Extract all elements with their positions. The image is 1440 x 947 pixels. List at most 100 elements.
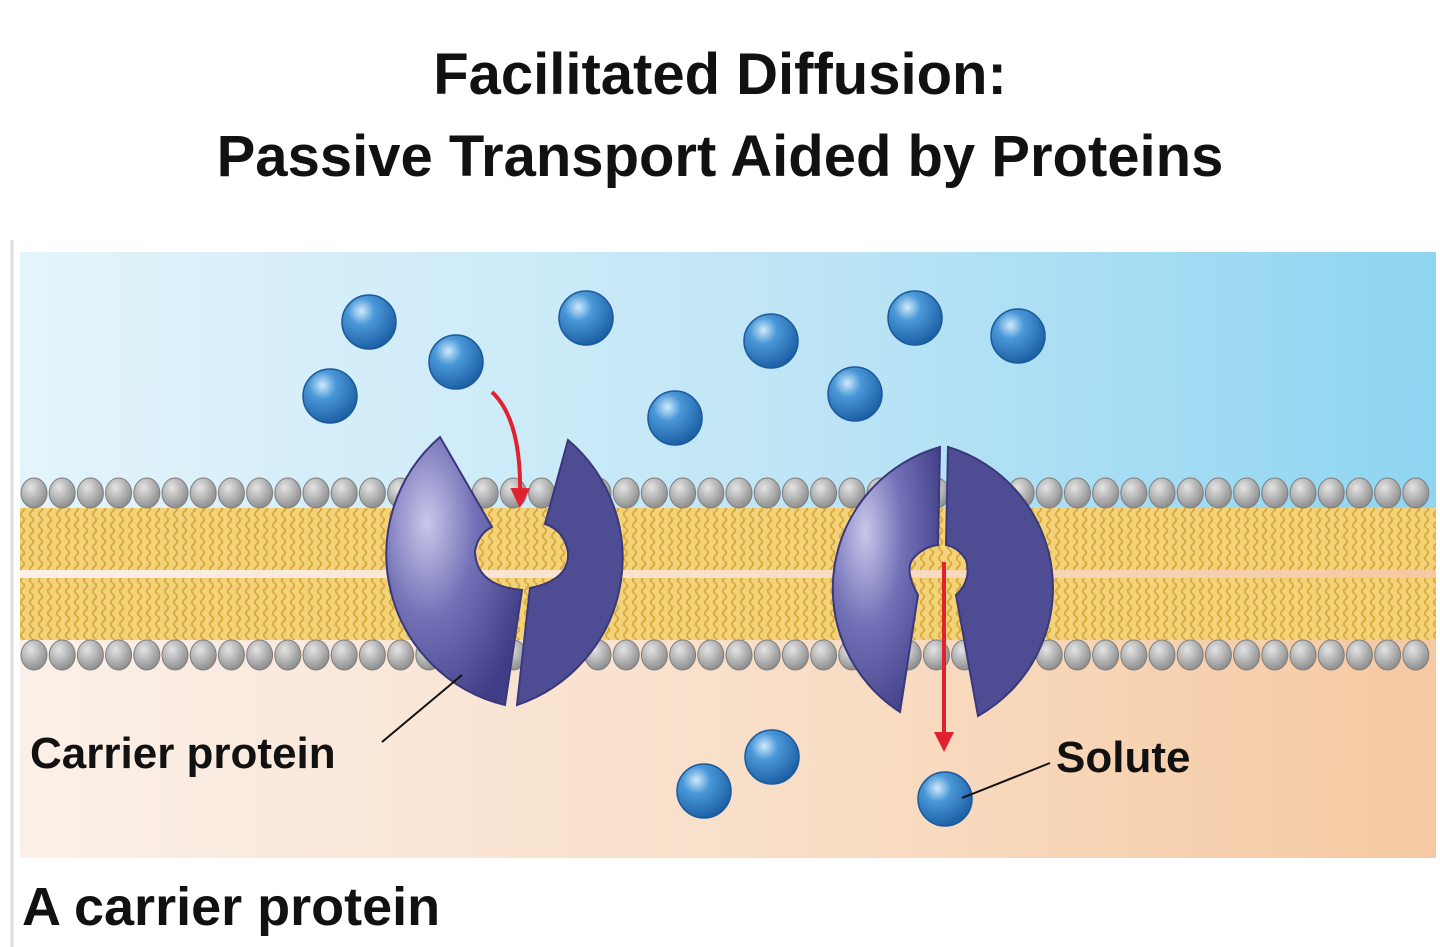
phospholipid-head <box>1317 639 1345 671</box>
phospholipid-head <box>161 477 189 509</box>
solute-molecule <box>744 729 800 785</box>
carrier-protein-open-outside <box>385 435 624 707</box>
phospholipid-head <box>1092 639 1120 671</box>
phospholipid-head <box>697 639 725 671</box>
phospholipid-head <box>1148 477 1176 509</box>
phospholipid-head <box>1035 477 1063 509</box>
carrier-protein-label: Carrier protein <box>30 729 336 778</box>
phospholipid-head <box>161 639 189 671</box>
phospholipid-head <box>189 477 217 509</box>
phospholipid-head <box>1374 639 1402 671</box>
phospholipid-head <box>1120 639 1148 671</box>
solute-molecule <box>887 290 943 346</box>
solute-molecules <box>302 290 1046 827</box>
carrier-protein-right-half <box>515 438 624 707</box>
phospholipid-head <box>640 477 668 509</box>
phospholipid-head <box>274 477 302 509</box>
solute-molecule <box>827 366 883 422</box>
phospholipid-head <box>781 639 809 671</box>
carrier-protein-left-half <box>385 435 524 707</box>
title-line-2: Passive Transport Aided by Proteins <box>216 124 1224 189</box>
phospholipid-head <box>20 477 48 509</box>
phospholipid-head <box>105 477 133 509</box>
phospholipid-head <box>640 639 668 671</box>
phospholipid-head <box>246 477 274 509</box>
phospholipid-head <box>358 477 386 509</box>
phospholipid-head <box>1261 639 1289 671</box>
phospholipid-head <box>725 639 753 671</box>
solute-molecule <box>990 308 1046 364</box>
phospholipid-head <box>217 477 245 509</box>
phospholipid-head <box>76 477 104 509</box>
phospholipid-head <box>302 639 330 671</box>
phospholipid-head <box>246 639 274 671</box>
solute-molecule <box>341 294 397 350</box>
solute-molecule <box>302 368 358 424</box>
solute-molecule <box>558 290 614 346</box>
phospholipid-head <box>1345 639 1373 671</box>
phospholipid-head <box>358 639 386 671</box>
phospholipid-head <box>1233 639 1261 671</box>
phospholipid-head <box>330 477 358 509</box>
phospholipid-head <box>1204 477 1232 509</box>
phospholipid-head <box>612 477 640 509</box>
phospholipid-head <box>499 477 527 509</box>
phospholipid-head <box>1374 477 1402 509</box>
phospholipid-head <box>697 477 725 509</box>
phospholipid-head <box>669 639 697 671</box>
phospholipid-head <box>302 477 330 509</box>
solute-molecule <box>743 313 799 369</box>
phospholipid-head <box>1289 639 1317 671</box>
solute-leader-line <box>961 762 1051 799</box>
carrier-protein-leader-line <box>381 674 463 743</box>
phospholipid-head <box>105 639 133 671</box>
phospholipid-head <box>810 639 838 671</box>
phospholipid-head <box>387 639 415 671</box>
phospholipid-head <box>725 477 753 509</box>
phospholipid-head <box>1204 639 1232 671</box>
phospholipid-head <box>1317 477 1345 509</box>
phospholipid-head <box>1148 639 1176 671</box>
phospholipid-head <box>1402 477 1430 509</box>
phospholipid-head <box>274 639 302 671</box>
phospholipid-head <box>1120 477 1148 509</box>
phospholipid-head <box>838 477 866 509</box>
carrier-protein-left-half <box>831 445 942 714</box>
phospholipid-head <box>189 639 217 671</box>
lipid-tails-outer-waves <box>20 508 1436 570</box>
phospholipid-head <box>1092 477 1120 509</box>
solute-molecule <box>428 334 484 390</box>
phospholipid-head <box>669 477 697 509</box>
carrier-protein-open-inside <box>831 445 1054 718</box>
phospholipid-head <box>1233 477 1261 509</box>
phospholipid-head <box>1176 477 1204 509</box>
title-line-1: Facilitated Diffusion: <box>433 42 1007 107</box>
phospholipid-head <box>133 639 161 671</box>
solute-molecule <box>676 763 732 819</box>
phospholipid-head <box>810 477 838 509</box>
phospholipid-head <box>48 639 76 671</box>
phospholipid-head <box>1289 477 1317 509</box>
phospholipid-head <box>781 477 809 509</box>
solute-molecule <box>917 771 973 827</box>
phospholipid-head <box>48 477 76 509</box>
phospholipid-head <box>76 639 104 671</box>
phospholipid-head <box>1063 639 1091 671</box>
phospholipid-head <box>217 639 245 671</box>
solute-molecule <box>647 390 703 446</box>
phospholipid-head <box>330 639 358 671</box>
phospholipid-head <box>753 477 781 509</box>
phospholipid-head <box>1402 639 1430 671</box>
phospholipid-head <box>753 639 781 671</box>
phospholipid-head <box>1063 477 1091 509</box>
carrier-protein-right-half <box>944 445 1054 718</box>
phospholipid-head <box>1345 477 1373 509</box>
phospholipid-head <box>20 639 48 671</box>
entry-arrow <box>490 390 531 508</box>
phospholipid-head <box>133 477 161 509</box>
phospholipid-head <box>1176 639 1204 671</box>
lipid-tails-inner-waves <box>20 578 1436 640</box>
figure-caption: A carrier protein <box>22 877 441 937</box>
solute-label: Solute <box>1056 733 1190 782</box>
